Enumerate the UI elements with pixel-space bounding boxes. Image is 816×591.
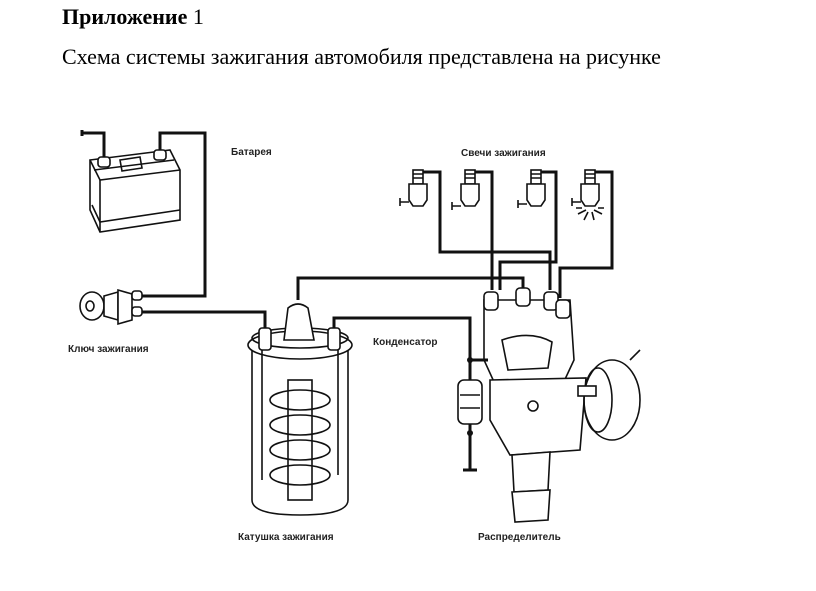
description-text: Схема системы зажигания автомобиля предс… [62,44,661,69]
switch-to-coil-wire [134,310,267,328]
ignition-coil-icon [247,303,353,516]
coil-to-distributor-ht-wire [296,276,525,300]
spark-plug-1-icon [399,169,428,207]
distributor-icon [483,287,641,523]
label-spark-plugs: Свечи зажигания [461,148,546,159]
battery-icon [89,149,181,233]
plug-4-lead [558,170,614,298]
appendix-heading: Приложение 1 [62,4,204,30]
label-ignition-coil: Катушка зажигания [238,532,334,543]
spark-icon [576,207,604,221]
spark-plugs [399,169,604,221]
condenser-icon [457,357,488,472]
condenser-ground [463,360,477,472]
plug-3-lead [498,170,558,290]
coil-to-condenser-wire [332,316,472,370]
label-battery: Батарея [231,147,272,158]
ignition-switch-icon [79,288,143,326]
wires [80,130,614,370]
battery-ground-wire [80,130,106,160]
appendix-heading-bold: Приложение [62,4,188,29]
label-condenser: Конденсатор [373,337,437,348]
spark-plug-2-icon [451,169,480,210]
label-ignition-key: Ключ зажигания [68,344,149,355]
label-distributor: Распределитель [478,532,561,543]
appendix-number: 1 [192,4,204,29]
spark-plug-4-icon [571,169,604,221]
battery-to-switch-wire [134,131,207,298]
spark-plug-3-icon [517,169,546,208]
plug-2-lead [470,170,494,290]
plug-1-lead [418,170,552,290]
